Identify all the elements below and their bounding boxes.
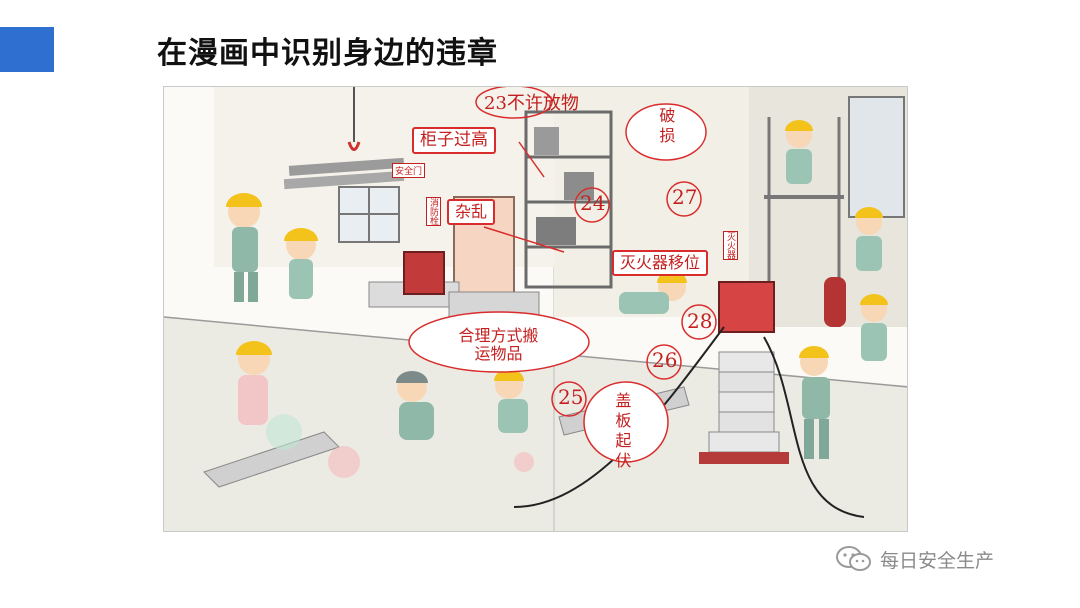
- label-number-26: 26: [652, 348, 678, 372]
- slide-title: 在漫画中识别身边的违章: [157, 36, 498, 71]
- label-damaged: 破损: [656, 107, 676, 147]
- exit-sign: 安全门: [392, 163, 426, 178]
- label-messy: 杂乱: [447, 199, 496, 225]
- safety-comic-illustration: 23不许放物 柜子过高 杂乱 破损 灭火器移位 合理方式搬 运物品 盖板起伏 2…: [163, 86, 908, 532]
- wechat-icon: [836, 546, 871, 571]
- watermark-text: 每日安全生产: [880, 549, 995, 572]
- watermark: 每日安全生产: [834, 545, 994, 573]
- worker-figure: [860, 294, 888, 361]
- worker-figure: [226, 193, 262, 302]
- label-number-28: 28: [687, 309, 713, 333]
- label-carry-properly-line2: 运物品: [474, 344, 523, 364]
- fire-hydrant-sign: 消防栓: [426, 197, 441, 226]
- worker-figure: [284, 228, 318, 299]
- worker-figure: [799, 346, 830, 459]
- label-extinguisher-moved: 灭火器移位: [612, 250, 709, 276]
- label-cabinet-too-high: 柜子过高: [412, 127, 496, 154]
- label-carry-properly-line1: 合理方式搬: [458, 326, 539, 345]
- label-no-stacking: 23不许放物: [484, 93, 579, 114]
- accent-bar: [0, 27, 54, 72]
- label-number-24: 24: [580, 191, 606, 215]
- worker-figure: [855, 207, 883, 271]
- worker-figure: [236, 341, 272, 425]
- worker-figure: [785, 120, 813, 184]
- label-cover-raised: 盖板起伏: [612, 392, 632, 472]
- extinguisher-sign: 灭火器: [723, 231, 738, 260]
- label-number-25: 25: [558, 385, 584, 409]
- label-number-27: 27: [672, 185, 698, 209]
- label-carry-properly: 合理方式搬 运物品: [426, 326, 571, 364]
- worker-figure: [396, 371, 434, 440]
- comic-drawing: [164, 87, 907, 531]
